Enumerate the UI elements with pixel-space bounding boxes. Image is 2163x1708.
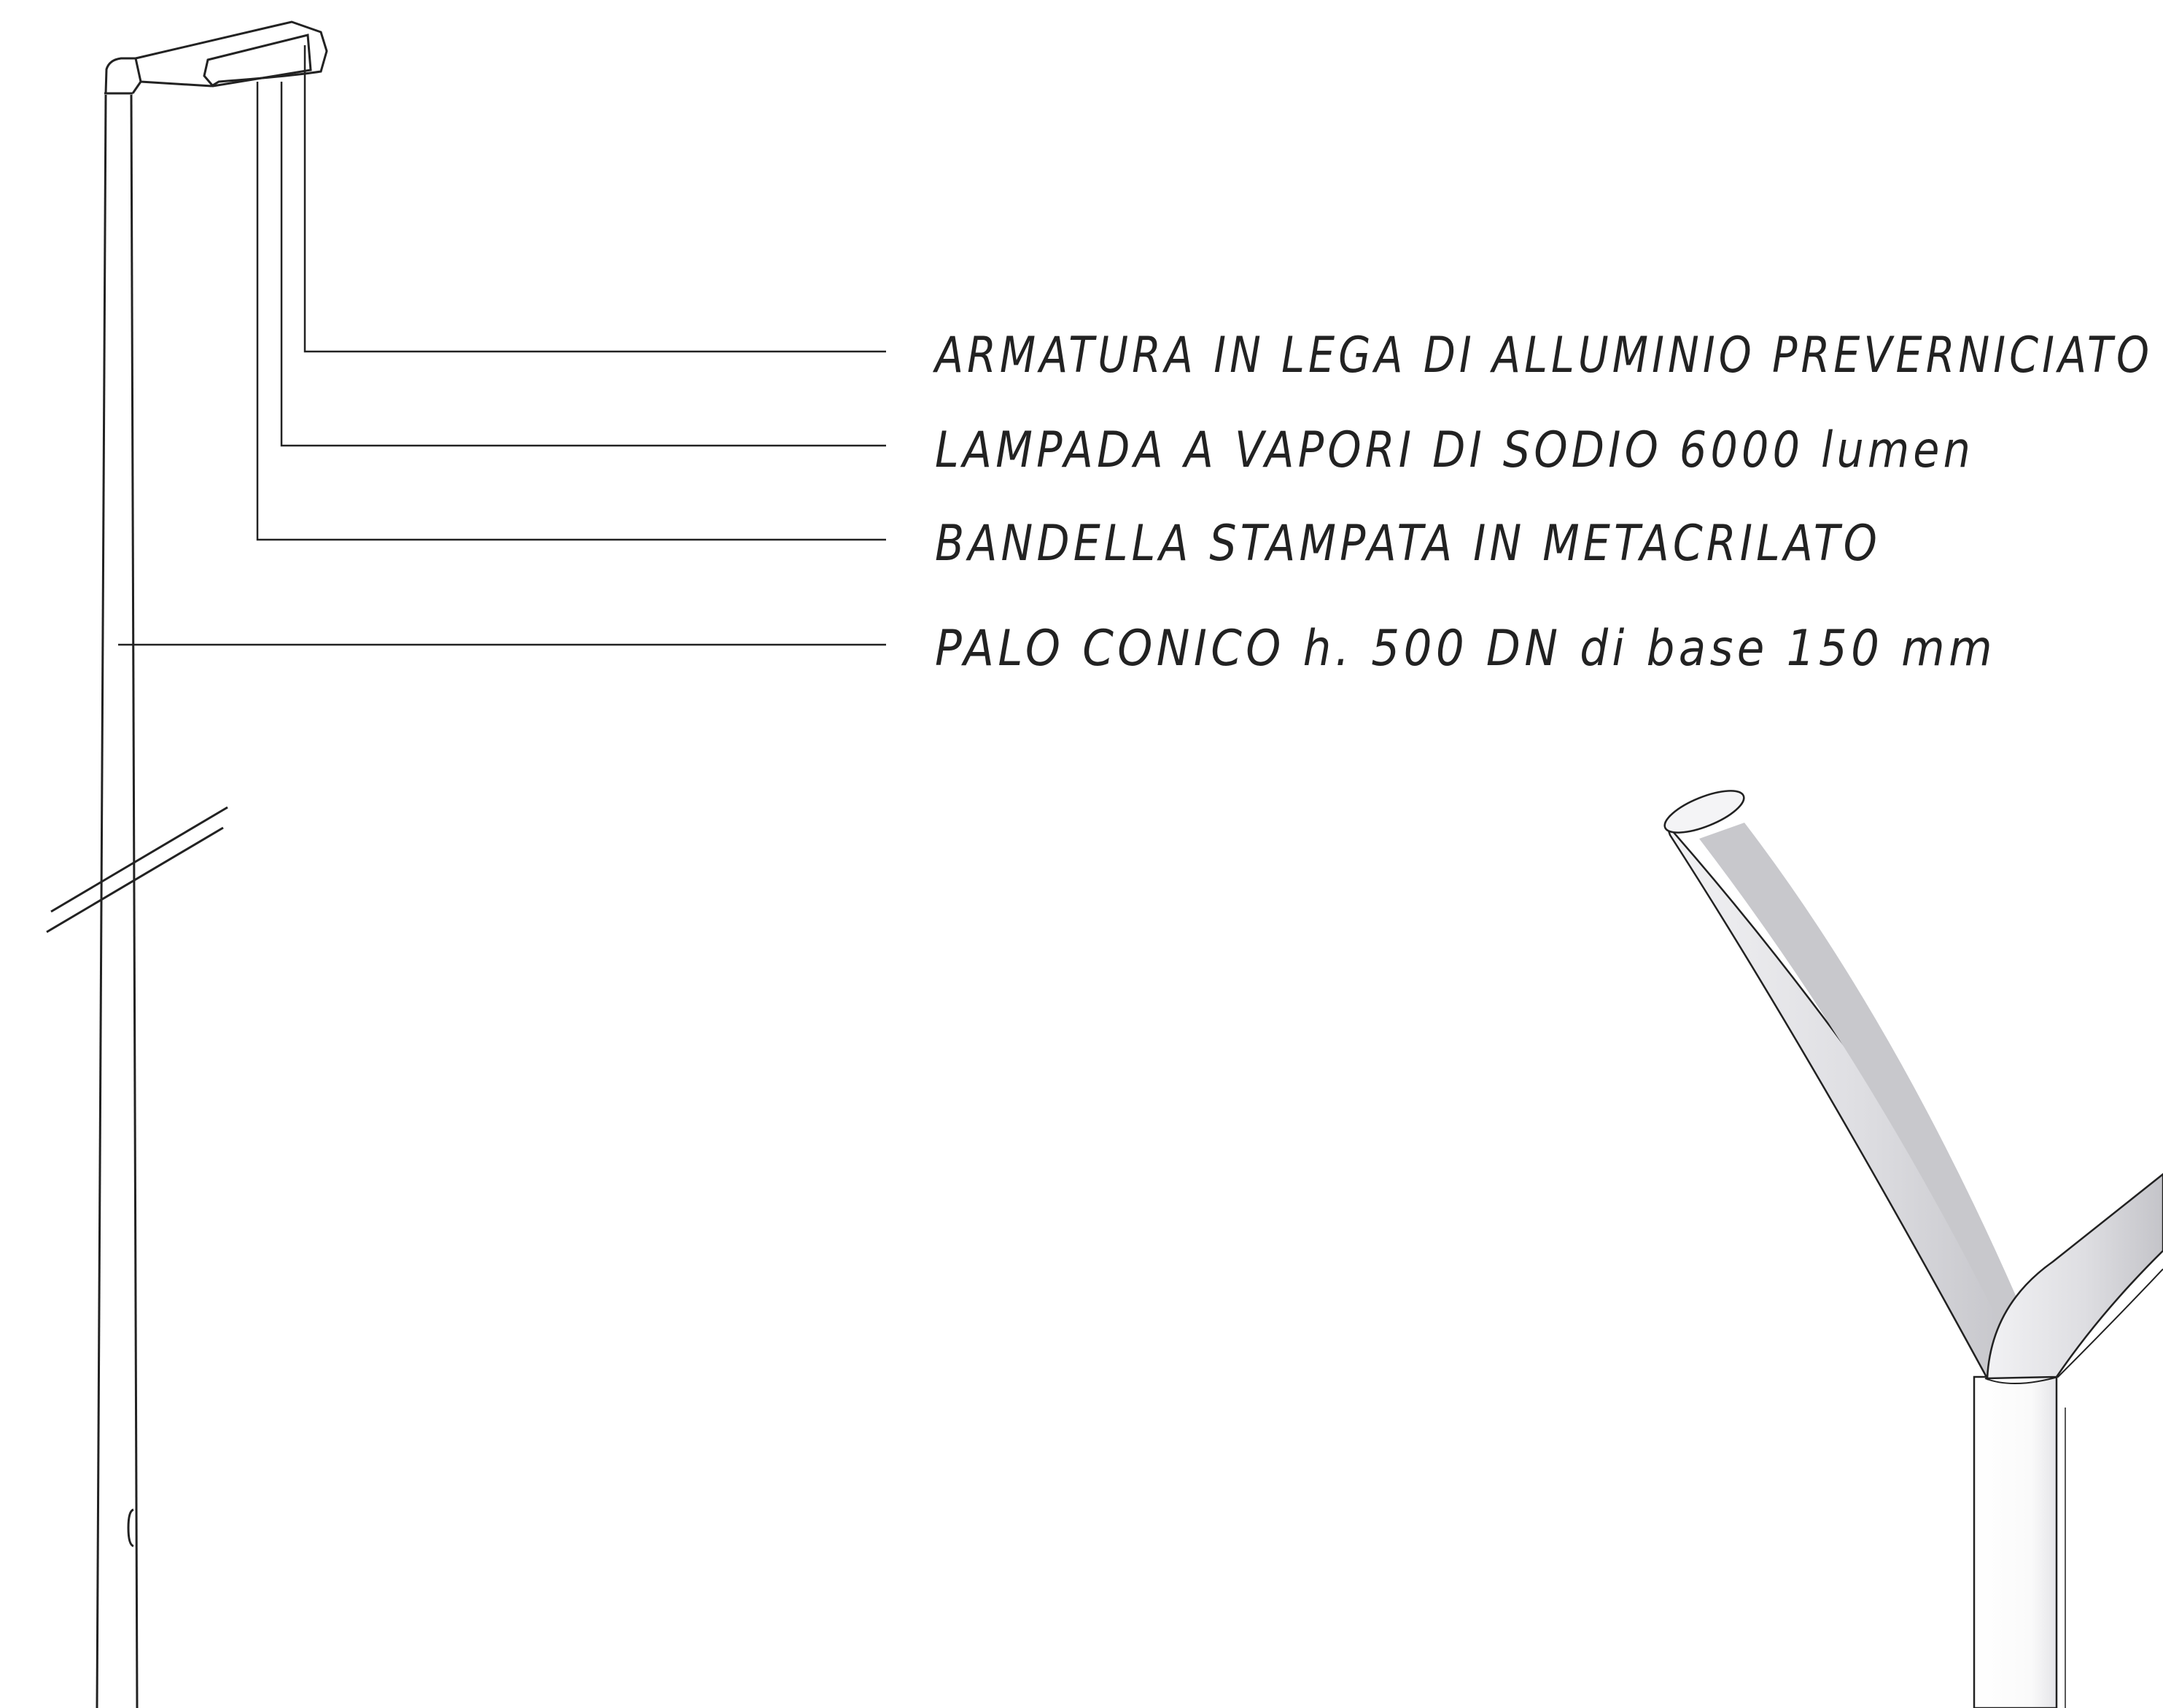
pole-3d-left-arm xyxy=(1665,823,2022,1381)
lamp-head xyxy=(203,34,312,88)
leader-lampada xyxy=(280,82,886,447)
label-armatura: ARMATURA IN LEGA DI ALLUMINIO PREVERNICI… xyxy=(933,327,2153,384)
pole-3d-joint xyxy=(1984,1268,2163,1385)
pole-left-edge xyxy=(96,94,107,1708)
pole-3d-shaft xyxy=(1973,1375,2058,1708)
leader-lines xyxy=(118,45,886,646)
label-palo: PALO CONICO h. 500 DN di base 150 mm xyxy=(935,620,1996,678)
pole-3d-view xyxy=(1663,790,2163,1708)
label-bandella: BANDELLA STAMPATA IN METACRILATO xyxy=(935,515,1881,572)
pole-right-edge xyxy=(130,94,139,1708)
break-line-upper xyxy=(50,806,228,913)
leader-armatura xyxy=(303,45,886,353)
luminaire-body xyxy=(135,20,328,88)
label-lampada: LAMPADA A VAPORI DI SODIO 6000 lumen xyxy=(935,422,1974,479)
pole-3d-left-arm-shade xyxy=(1699,823,2020,1335)
luminaire-bracket xyxy=(104,57,142,94)
inspection-door xyxy=(127,1508,134,1548)
pole-3d-right-arm xyxy=(1986,1173,2163,1380)
break-line-lower xyxy=(46,826,224,933)
leader-bandella xyxy=(256,82,886,541)
pole-3d-left-arm-cap xyxy=(1663,790,1745,834)
pole-elevation xyxy=(46,20,328,1708)
